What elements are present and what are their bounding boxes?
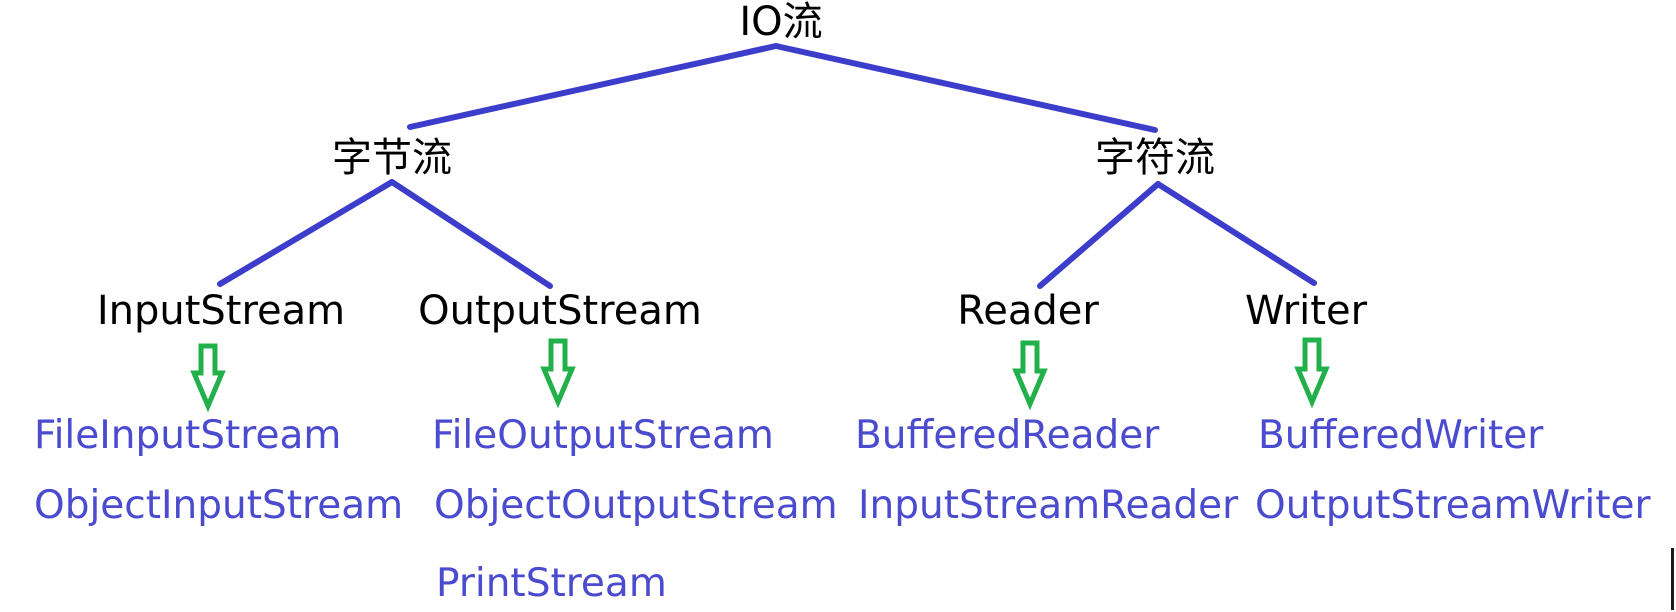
impl-class-label: FileOutputStream xyxy=(432,413,774,458)
impl-class-label: PrintStream xyxy=(436,561,667,606)
writer-node: Writer xyxy=(1244,288,1368,334)
outputstream-node: OutputStream xyxy=(418,288,702,334)
edge-chars-reader xyxy=(1037,181,1161,289)
char-stream-node: 字符流 xyxy=(1095,135,1215,181)
edge-chars-writer xyxy=(1155,181,1317,286)
impl-class-label: BufferedReader xyxy=(855,413,1160,458)
impl-class-label: BufferedWriter xyxy=(1258,413,1544,458)
arrow-down-icon xyxy=(540,338,576,409)
edge-root-chars xyxy=(773,43,1158,133)
edge-bytes-inputstream xyxy=(217,179,395,287)
arrow-down-icon xyxy=(190,343,226,413)
arrow-down-icon xyxy=(1012,340,1048,411)
arrow-down-icon xyxy=(1294,337,1330,409)
impl-class-label: ObjectInputStream xyxy=(34,483,404,528)
edge-artifact-divider xyxy=(1671,548,1674,610)
impl-class-label: ObjectOutputStream xyxy=(434,483,838,528)
reader-node: Reader xyxy=(957,288,1099,334)
impl-class-label: OutputStreamWriter xyxy=(1255,483,1651,528)
edge-bytes-outputstream xyxy=(389,179,553,289)
inputstream-node: InputStream xyxy=(96,288,346,334)
byte-stream-node: 字节流 xyxy=(332,135,452,181)
edge-root-bytes xyxy=(407,43,779,130)
root-node: IO流 xyxy=(739,0,823,45)
impl-class-label: FileInputStream xyxy=(34,413,342,458)
impl-class-label: InputStreamReader xyxy=(858,483,1239,528)
